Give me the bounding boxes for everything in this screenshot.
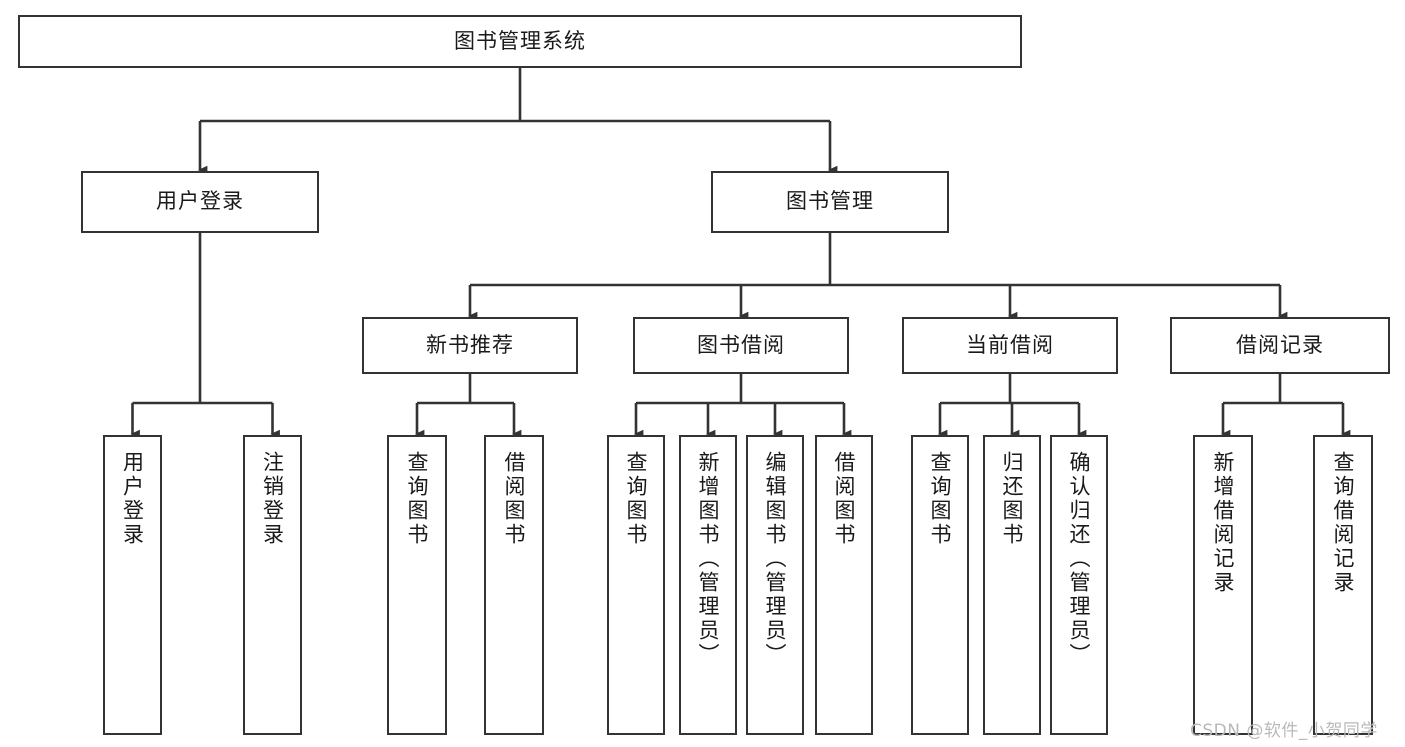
node-bookmgmt[interactable]: 图书管理 [711,171,949,233]
node-label: 编辑图书（管理员） [763,451,788,667]
node-login[interactable]: 用户登录 [81,171,319,233]
node-label: 图书管理系统 [454,28,586,53]
node-l7[interactable]: 编辑图书（管理员） [746,435,804,735]
node-l13[interactable]: 查询借阅记录 [1313,435,1373,735]
node-records[interactable]: 借阅记录 [1170,317,1390,374]
node-label: 注销登录 [260,451,285,547]
watermark-text: CSDN @软件_小贺同学 [1190,721,1378,741]
node-l5[interactable]: 查询图书 [607,435,665,735]
node-newbook[interactable]: 新书推荐 [362,317,578,374]
node-root[interactable]: 图书管理系统 [18,15,1022,68]
node-label: 图书管理 [786,189,874,214]
node-label: 查询图书 [624,451,649,547]
node-label: 借阅图书 [502,451,527,547]
node-l4[interactable]: 借阅图书 [484,435,544,735]
node-l2[interactable]: 注销登录 [243,435,302,735]
node-label: 用户登录 [120,451,145,547]
node-l6[interactable]: 新增图书（管理员） [679,435,737,735]
node-l1[interactable]: 用户登录 [103,435,162,735]
node-label: 借阅图书 [832,451,857,547]
node-label: 图书借阅 [697,332,785,357]
node-l9[interactable]: 查询图书 [911,435,969,735]
node-label: 查询图书 [405,451,430,547]
node-label: 用户登录 [156,189,244,214]
node-label: 新书推荐 [426,332,514,357]
node-l3[interactable]: 查询图书 [387,435,447,735]
node-label: 归还图书 [1000,451,1025,547]
node-l10[interactable]: 归还图书 [983,435,1041,735]
node-label: 确认归还（管理员） [1067,451,1092,667]
node-label: 新增图书（管理员） [696,451,721,667]
node-label: 查询图书 [928,451,953,547]
node-current[interactable]: 当前借阅 [902,317,1118,374]
node-borrow[interactable]: 图书借阅 [633,317,849,374]
node-l11[interactable]: 确认归还（管理员） [1050,435,1108,735]
node-label: 当前借阅 [966,332,1054,357]
node-l8[interactable]: 借阅图书 [815,435,873,735]
node-label: 新增借阅记录 [1211,451,1236,595]
node-l12[interactable]: 新增借阅记录 [1193,435,1253,735]
node-label: 借阅记录 [1236,332,1324,357]
node-label: 查询借阅记录 [1331,451,1356,595]
